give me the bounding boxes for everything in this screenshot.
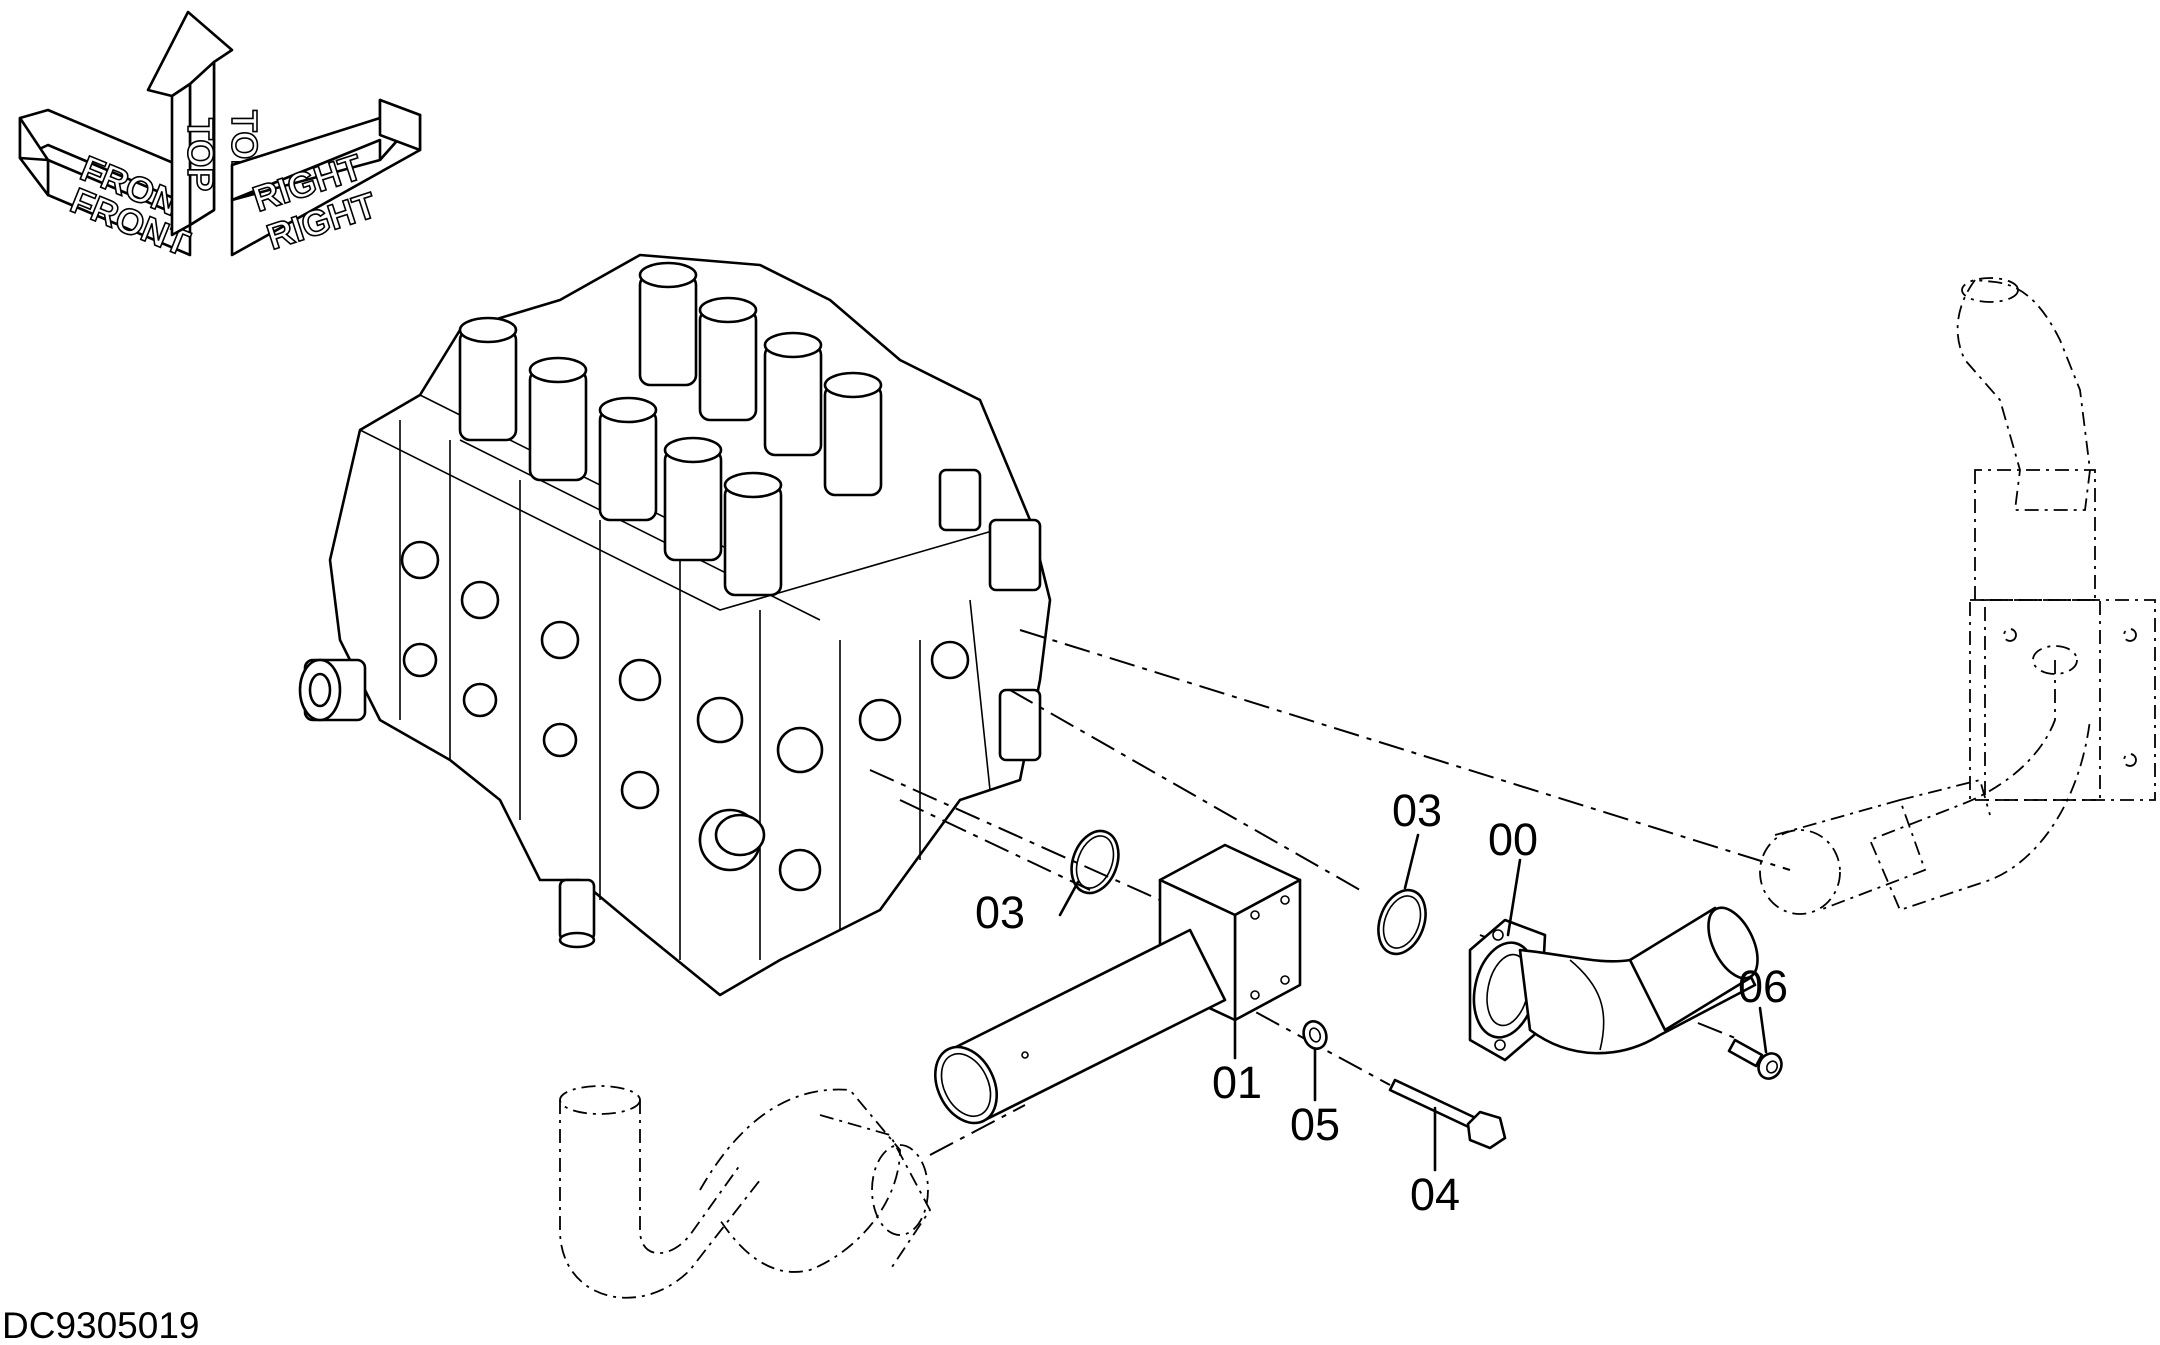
top-label-left: TOP (180, 118, 221, 191)
orientation-indicator: FRONT FRONT TOP TOP RIGHT RIGHT (18, 10, 422, 265)
o-ring-part-03-right (1377, 888, 1427, 956)
callout-03-left: 03 (975, 887, 1025, 938)
drawing-code: DC9305019 (2, 1305, 199, 1345)
cap-screw-part-06 (1727, 1038, 1783, 1080)
callout-06: 06 (1738, 961, 1788, 1012)
phantom-pipe-lower-left (559, 1085, 932, 1299)
side-fitting (298, 658, 367, 722)
o-ring-part-03-left (1070, 829, 1120, 895)
callout-05: 05 (1290, 1099, 1340, 1150)
washer-part-05 (1302, 1020, 1328, 1050)
assembly-centerlines (869, 629, 1791, 1156)
pipe-with-block-part-01 (934, 843, 1302, 1125)
callout-03-right: 03 (1392, 785, 1442, 836)
right-arrow-icon: RIGHT RIGHT (230, 98, 422, 258)
callout-01: 01 (1212, 1057, 1262, 1108)
callout-labels: 00 01 03 03 04 05 06 (975, 785, 1788, 1220)
callout-04: 04 (1410, 1169, 1460, 1220)
control-valve-assembly (298, 253, 1052, 997)
right-side-plugs (938, 468, 1042, 762)
phantom-pipe-upper-right (1759, 277, 2156, 915)
solenoid-cartridges (458, 261, 883, 597)
elbow-pipe-part-00 (1468, 906, 1759, 1062)
bottom-fitting (558, 878, 596, 949)
callout-00: 00 (1488, 814, 1538, 865)
body-ports (400, 540, 970, 892)
leader-lines (1058, 833, 1768, 1172)
bolt-part-04 (1388, 1078, 1507, 1150)
